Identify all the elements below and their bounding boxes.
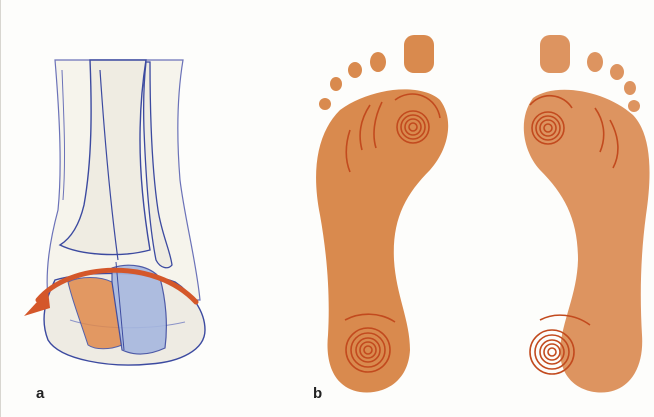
panel-label-b: b [313, 385, 322, 402]
panel-label-a: a [36, 385, 44, 402]
right-footprint [524, 35, 650, 393]
left-big-toe [404, 35, 434, 73]
right-big-toe [540, 35, 570, 73]
left-footprint [316, 35, 448, 393]
